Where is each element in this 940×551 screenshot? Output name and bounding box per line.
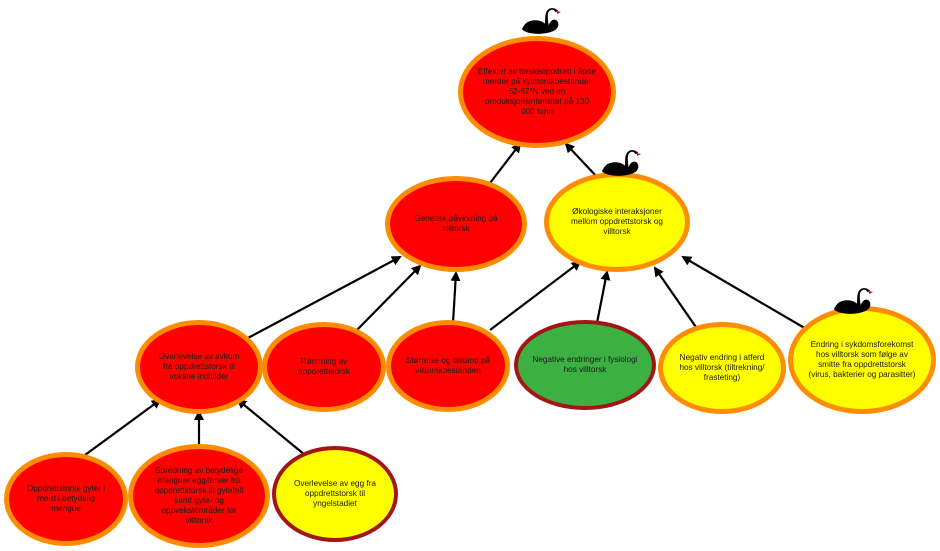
node-survival-offspring-label: Overlevelse av avkom fra oppdrettstorsk … (158, 352, 240, 381)
node-physiology: Negative endringer i fysiologi hos villt… (514, 320, 656, 410)
arrow-behavior-to-ecological (653, 266, 699, 331)
arrow-spawn-to-survival-offspring (84, 398, 162, 456)
black-swan-icon (601, 150, 642, 176)
arrow-size-to-ecological (489, 260, 582, 331)
node-behavior-label: Negativ endring i atferd hos villtorsk (… (679, 353, 765, 382)
arrow-escape-to-genetic (356, 264, 422, 331)
black-swan-icon (521, 8, 562, 34)
node-ecological-interactions-label: Økologiske interaksjoner mellom oppdrett… (571, 207, 663, 236)
node-spread-eggs: Spredning av betydelige mengder egg/larv… (128, 444, 270, 548)
arrow-physiology-to-ecological (595, 270, 611, 324)
arrow-size-to-genetic (450, 271, 461, 324)
node-behavior: Negativ endring i atferd hos villtorsk (… (658, 322, 786, 414)
node-spawn-in-pen: Oppdrettstorsk gyter i merd i betydelig … (4, 452, 128, 546)
arrow-survival-offspring-to-genetic (247, 256, 402, 339)
node-top-effects-label: Effekter av torskeoppdrett i åpne merder… (477, 67, 597, 116)
node-escape-label: Rømming av oppdrettstorsk (298, 357, 350, 376)
node-ecological-interactions: Økologiske interaksjoner mellom oppdrett… (544, 172, 690, 272)
node-disease: Endring i sykdomsforekomst hos villtorsk… (788, 306, 936, 414)
node-spawn-in-pen-label: Oppdrettstorsk gyter i merd i betydelig … (26, 484, 106, 513)
node-genetic-impact: Genetisk påvirkning på villtorsk (385, 176, 527, 272)
node-size-condition: Størrelse og tilstand på villtorskbestan… (386, 320, 510, 412)
node-disease-label: Endring i sykdomsforekomst hos villtorsk… (808, 340, 916, 379)
arrow-genetic-to-top (489, 142, 522, 184)
node-size-condition-label: Størrelse og tilstand på villtorskbestan… (405, 356, 491, 375)
node-survival-eggs: Overlevelse av egg fra oppdrettstorsk ti… (272, 446, 398, 542)
black-swan-icon (833, 288, 874, 314)
node-physiology-label: Negative endringer i fysiologi hos villt… (532, 355, 638, 374)
node-top-effects: Effekter av torskeoppdrett i åpne merder… (458, 36, 616, 148)
node-genetic-impact-label: Genetisk påvirkning på villtorsk (414, 214, 498, 233)
arrow-disease-to-ecological (681, 255, 809, 331)
node-survival-eggs-label: Overlevelse av egg fra oppdrettstorsk ti… (294, 479, 376, 508)
arrow-survival-eggs-to-survival-offspring (236, 398, 306, 456)
node-survival-offspring: Overlevelse av avkom fra oppdrettstorsk … (135, 320, 263, 414)
node-escape: Rømming av oppdrettstorsk (262, 322, 386, 412)
arrow-ecological-to-top (564, 142, 599, 179)
node-spread-eggs-label: Spredning av betydelige mengder egg/larv… (154, 466, 244, 525)
